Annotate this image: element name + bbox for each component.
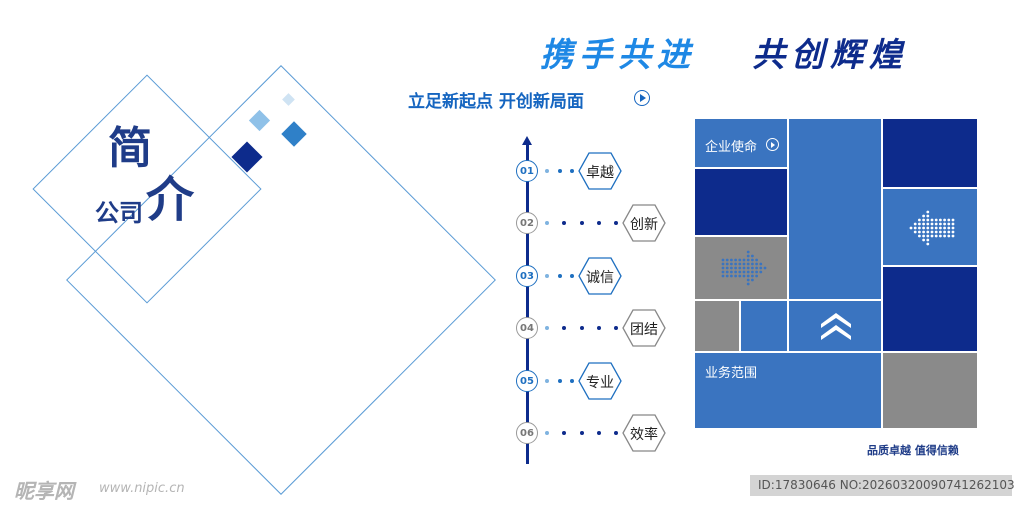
timeline-dot: [545, 431, 549, 435]
tile-grid: 企业使命 业务范围: [695, 119, 977, 428]
tile-arrow-left: [883, 189, 977, 265]
timeline-dot: [545, 274, 549, 278]
tile-gray-bottom: [883, 353, 977, 428]
timeline-number-02: 02: [516, 212, 538, 234]
timeline-dot: [614, 221, 618, 225]
timeline-dot: [579, 326, 584, 330]
timeline-dot: [545, 169, 549, 173]
timeline-dot: [557, 169, 562, 173]
dotted-arrow-right-icon: [721, 250, 767, 286]
tile-blue-small: [741, 301, 787, 351]
timeline-axis: [526, 142, 529, 464]
timeline-dot: [579, 431, 584, 435]
tile-scope[interactable]: [695, 353, 881, 428]
dotted-arrow-left-icon: [909, 210, 955, 246]
timeline-dot: [579, 221, 584, 225]
timeline-number-06: 06: [516, 422, 538, 444]
tile-top-right: [883, 119, 977, 187]
hexagon-icon: [622, 204, 666, 242]
subtitle-text: 立足新起点 开创新局面: [408, 92, 584, 112]
timeline-label[interactable]: 诚信: [586, 270, 614, 286]
heading-char-jian: 简: [108, 123, 152, 174]
scope-label: 业务范围: [705, 366, 758, 381]
timeline-dot: [596, 326, 601, 330]
timeline-dot: [557, 274, 562, 278]
hexagon-icon: [622, 414, 666, 452]
timeline-label[interactable]: 专业: [586, 375, 614, 391]
timeline-dot: [562, 431, 567, 435]
tile-navy-right: [883, 267, 977, 351]
footer-tagline: 品质卓越 值得信赖: [867, 444, 959, 457]
timeline-number-05: 05: [516, 370, 538, 392]
timeline-dot: [614, 431, 618, 435]
timeline-dot: [614, 326, 618, 330]
tile-big-center: [789, 119, 881, 299]
timeline-dot: [570, 169, 574, 173]
timeline-label[interactable]: 卓越: [586, 165, 614, 181]
timeline-dot: [545, 221, 549, 225]
heading-char-gongsi: 公司: [95, 199, 143, 227]
timeline-dot: [545, 326, 549, 330]
timeline-number-01: 01: [516, 160, 538, 182]
timeline-label[interactable]: 效率: [630, 427, 658, 443]
timeline-dot: [596, 221, 601, 225]
watermark-logo: 昵享网: [14, 479, 74, 503]
hexagon-icon: [578, 257, 622, 295]
hexagon-icon: [578, 152, 622, 190]
heading-char-jie: 介: [146, 172, 195, 228]
play-circle-icon[interactable]: [634, 90, 650, 106]
timeline-dot: [596, 431, 601, 435]
watermark-id-bar: ID:17830646 NO:20260320090741262103: [750, 475, 1015, 496]
slogan-part1: 携手共进: [540, 35, 696, 74]
timeline-arrow-up-icon: [522, 136, 532, 145]
timeline-dot: [562, 326, 567, 330]
timeline-dot: [545, 379, 549, 383]
watermark-id-text: ID:17830646 NO:20260320090741262103: [758, 478, 1015, 492]
mission-label: 企业使命: [705, 140, 758, 155]
timeline-dot: [570, 274, 574, 278]
tile-gray-small: [695, 301, 739, 351]
watermark-url: www.nipic.cn: [99, 481, 185, 496]
mission-play-icon[interactable]: [766, 138, 779, 151]
double-chevron-up-icon: [821, 313, 851, 340]
tile-navy-left: [695, 169, 787, 235]
timeline-dot: [562, 221, 567, 225]
hexagon-icon: [622, 309, 666, 347]
timeline-label[interactable]: 团结: [630, 322, 658, 338]
timeline-number-03: 03: [516, 265, 538, 287]
slogan-part2: 共创辉煌: [752, 35, 908, 74]
timeline-dot: [570, 379, 574, 383]
timeline-dot: [557, 379, 562, 383]
timeline-label[interactable]: 创新: [630, 217, 658, 233]
hexagon-icon: [578, 362, 622, 400]
timeline-number-04: 04: [516, 317, 538, 339]
